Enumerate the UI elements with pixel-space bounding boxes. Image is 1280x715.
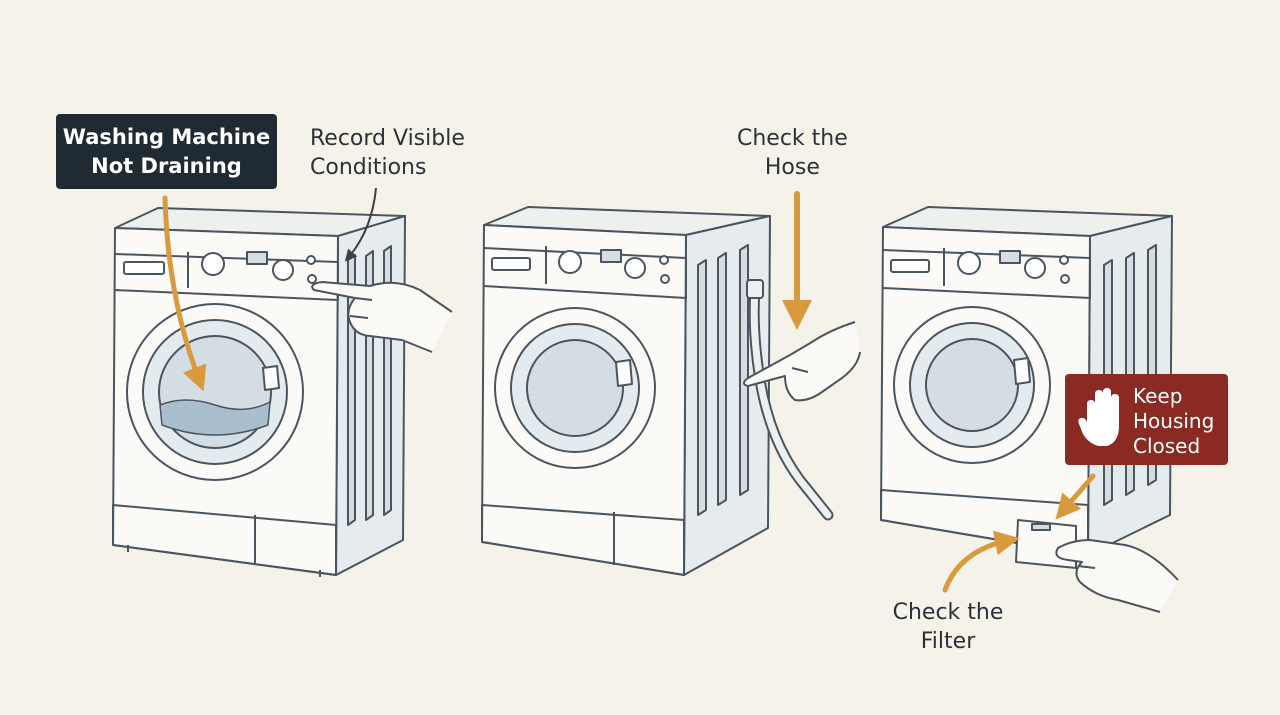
washing-machine-2	[481, 206, 771, 576]
arrow-to-filter	[942, 530, 1020, 593]
hand-opening-filter	[1055, 539, 1179, 613]
page-title: Washing Machine Not Draining	[56, 114, 277, 189]
arrow-to-water	[162, 195, 207, 392]
warning-text: Keep Housing Closed	[1133, 384, 1215, 458]
washing-machine-1	[112, 207, 406, 577]
label-record-visible-conditions: Record Visible Conditions	[310, 126, 465, 180]
record-pointer-line	[344, 187, 377, 262]
drain-hose	[746, 279, 834, 521]
label-check-filter: Check the Filter	[892, 600, 1004, 654]
label-check-hose: Check the Hose	[737, 126, 848, 180]
washing-machine-3	[880, 206, 1173, 556]
warning-badge: Keep Housing Closed	[1065, 374, 1228, 465]
hand-pointing-hose	[743, 321, 861, 402]
arrow-from-warning	[1055, 473, 1096, 520]
hand-pressing-button	[311, 281, 453, 353]
stop-hand-icon	[1078, 388, 1119, 446]
